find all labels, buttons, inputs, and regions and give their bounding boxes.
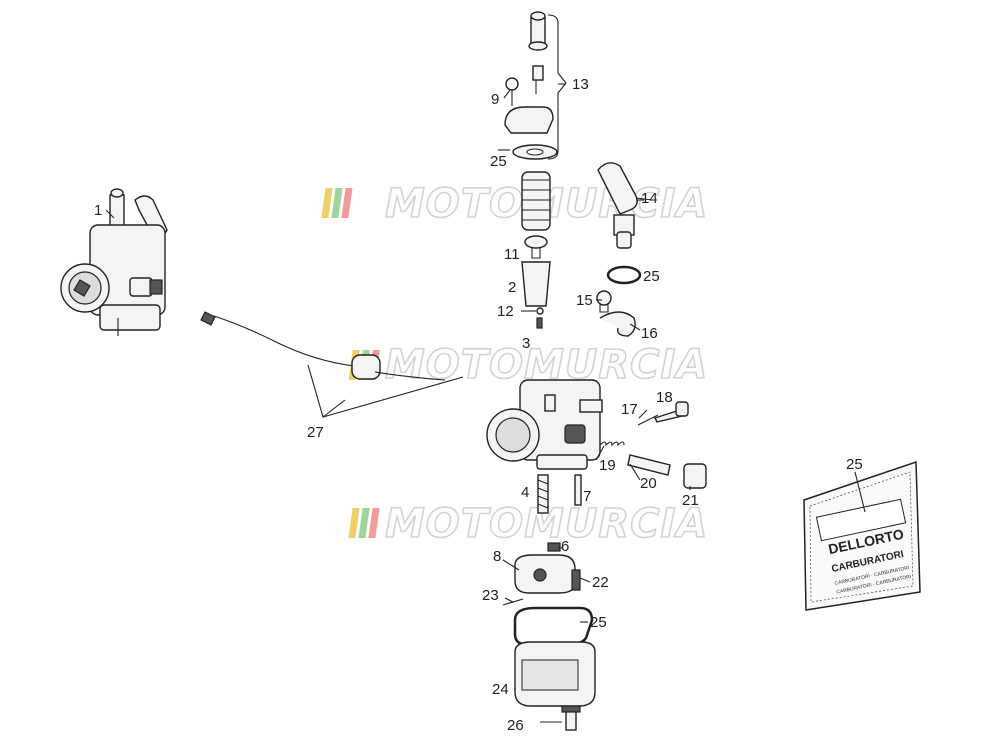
part-label: 1 — [94, 202, 102, 219]
part-labels: 1 13 9 25 14 11 25 2 15 12 16 3 18 17 19… — [94, 76, 863, 734]
watermark-bottom: MOTOMURCIA — [348, 500, 708, 548]
carburetor-assembly-illustration — [60, 188, 168, 336]
part-label: 19 — [599, 457, 616, 474]
throttle-top-stack-illustration — [498, 11, 567, 160]
part-label: 4 — [521, 484, 529, 501]
part-label: 25 — [490, 153, 507, 170]
float-bowl-illustration — [514, 641, 596, 731]
part-label: 18 — [656, 389, 673, 406]
part-label: 24 — [492, 681, 509, 698]
part-label: 8 — [493, 548, 501, 565]
part-label: 22 — [592, 574, 609, 591]
part-label: 14 — [641, 190, 658, 207]
leader-lines — [105, 83, 866, 623]
part-label: 13 — [572, 76, 589, 93]
part-label: 25 — [643, 268, 660, 285]
part-label: 25 — [590, 614, 607, 631]
part-label: 26 — [507, 717, 524, 734]
choke-cable-illustration — [200, 311, 464, 418]
choke-lever-illustration — [597, 162, 644, 249]
slide-spring-illustration — [521, 171, 551, 329]
carburetor-body-illustration — [486, 379, 603, 470]
part-label: 3 — [522, 335, 530, 352]
part-label: 11 — [504, 246, 520, 263]
part-label: 2 — [508, 279, 516, 296]
float-parts-illustration — [502, 554, 594, 646]
part-label: 9 — [491, 91, 499, 108]
choke-small-parts-illustration — [596, 265, 642, 337]
part-label: 21 — [682, 492, 699, 509]
part-label: 27 — [307, 424, 324, 441]
part-label: 16 — [641, 325, 658, 342]
part-label: 7 — [583, 488, 591, 505]
part-label: 6 — [561, 538, 569, 555]
part-label: 20 — [640, 475, 657, 492]
mixture-screw-parts-illustration — [599, 401, 707, 489]
part-label: 17 — [621, 401, 638, 418]
jets-illustration — [537, 474, 582, 552]
part-label: 15 — [576, 292, 593, 309]
part-label: 23 — [482, 587, 499, 604]
part-label: 12 — [497, 303, 514, 320]
part-label: 25 — [846, 456, 863, 473]
gasket-kit-bag-illustration: DELLORTO CARBURATORI CARBURATORI · CARBU… — [803, 460, 921, 611]
